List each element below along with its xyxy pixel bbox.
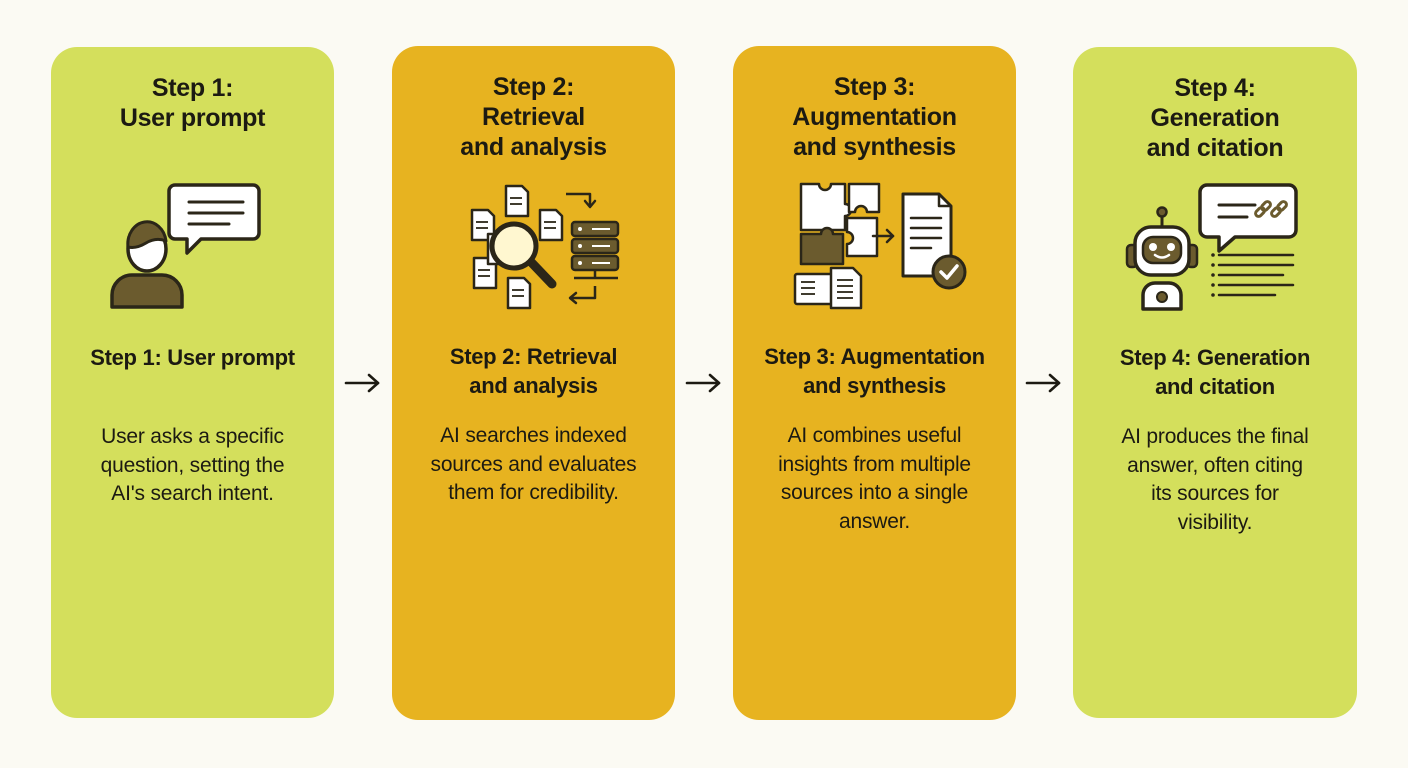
step-2-description-line: AI searches indexed <box>440 424 627 447</box>
step-2-title: Step 2: Retrieval and analysis <box>392 72 675 162</box>
step-4-card: Step 4: Generation and citation <box>1073 47 1357 718</box>
step-1-description-line: question, setting the <box>100 453 285 477</box>
robot-with-citation-bubble-icon <box>1125 183 1298 311</box>
user-with-speech-bubble-icon <box>109 183 261 309</box>
step-3-subtitle-line: and synthesis <box>803 373 946 398</box>
step-1-subtitle-line: Step 1: User prompt <box>90 345 295 370</box>
step-3-description-line: sources into a single <box>780 481 969 504</box>
step-1-title: Step 1: User prompt <box>51 73 334 133</box>
step-4-subtitle-line: and citation <box>1155 374 1275 399</box>
step-3-subtitle-line: Step 3: Augmentation <box>764 344 985 369</box>
step-4-description-line: its sources for <box>1151 482 1279 505</box>
step-2-subtitle: Step 2: Retrieval and analysis <box>402 342 665 400</box>
step-1-description: User asks a specific question, setting t… <box>65 423 320 509</box>
step-4-description-line: answer, often citing <box>1127 453 1303 477</box>
step-4-description-line: visibility. <box>1177 510 1253 534</box>
step-2-description: AI searches indexed sources and evaluate… <box>406 422 661 508</box>
step-4-subtitle-line: Step 4: Generation <box>1119 345 1311 370</box>
step-2-title-line: and analysis <box>460 133 607 161</box>
step-3-title: Step 3: Augmentation and synthesis <box>733 72 1016 162</box>
step-3-description-line: answer. <box>839 509 910 533</box>
step-4-description: AI produces the final answer, often citi… <box>1087 423 1343 537</box>
step-1-title-line: Step 1: <box>151 74 234 102</box>
step-1-description-line: AI's search intent. <box>111 482 274 505</box>
step-4-subtitle: Step 4: Generation and citation <box>1083 343 1347 401</box>
step-2-description-line: sources and evaluates <box>430 452 637 476</box>
step-2-card: Step 2: Retrieval and analysis <box>392 46 675 720</box>
step-2-subtitle-line: Step 2: Retrieval <box>449 344 618 369</box>
step-4-title: Step 4: Generation and citation <box>1073 73 1357 163</box>
step-1-description-line: User asks a specific <box>101 425 284 448</box>
step-2-title-line: Step 2: <box>492 73 575 101</box>
step-3-description-line: insights from multiple <box>778 452 971 476</box>
right-arrow-icon <box>685 373 721 393</box>
step-1-title-line: User prompt <box>119 104 266 132</box>
right-arrow-icon <box>344 373 380 393</box>
step-3-card: Step 3: Augmentation and synthesis <box>733 46 1016 720</box>
step-4-title-line: Step 4: <box>1174 74 1256 102</box>
step-3-title-line: and synthesis <box>793 133 956 161</box>
magnifier-documents-server-icon <box>470 184 619 310</box>
step-4-title-line: and citation <box>1146 134 1284 162</box>
step-3-subtitle: Step 3: Augmentation and synthesis <box>743 342 1006 400</box>
step-3-title-line: Step 3: <box>833 73 916 101</box>
step-4-title-line: Generation <box>1150 104 1280 132</box>
step-1-card: Step 1: User prompt Step 1: User prompt … <box>51 47 334 718</box>
right-arrow-icon <box>1025 373 1061 393</box>
step-3-description-line: AI combines useful <box>787 424 962 447</box>
step-1-subtitle: Step 1: User prompt <box>61 343 324 372</box>
step-3-title-line: Augmentation <box>792 103 957 131</box>
puzzle-to-verified-document-icon <box>793 182 966 310</box>
step-3-description: AI combines useful insights from multipl… <box>747 422 1002 536</box>
step-4-description-line: AI produces the final <box>1121 425 1309 448</box>
step-2-subtitle-line: and analysis <box>469 373 598 398</box>
step-2-description-line: them for credibility. <box>448 481 619 504</box>
step-2-title-line: Retrieval <box>482 103 585 131</box>
